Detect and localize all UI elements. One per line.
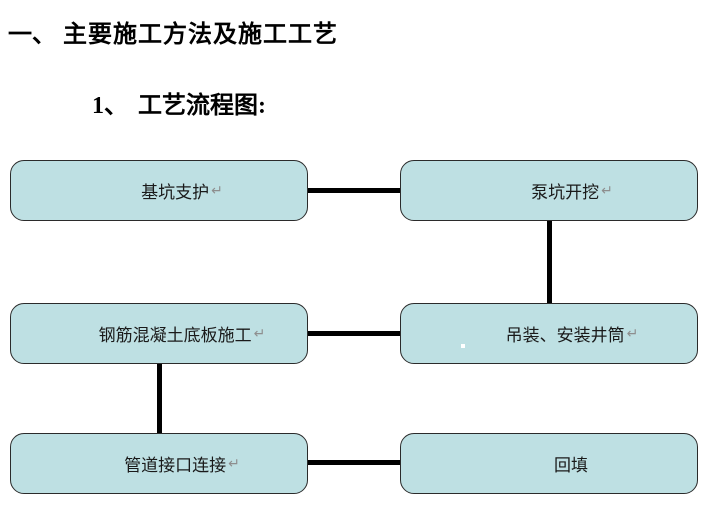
connector-shaft-install-to-bottom-slab	[307, 331, 401, 336]
return-mark-icon: ↵	[211, 182, 223, 199]
flow-node-foundation-pit-support[interactable]: 基坑支护↵	[10, 160, 308, 221]
subsection-heading-number: 1、	[92, 93, 128, 119]
connector-pump-pit-to-shaft-install	[547, 220, 552, 304]
flow-node-reinforced-concrete-bottom-slab[interactable]: 钢筋混凝土底板施工↵	[10, 303, 308, 364]
flow-node-label: 管道接口连接	[124, 456, 227, 475]
flow-node-label: 钢筋混凝土底板施工	[98, 326, 252, 345]
flow-node-pipe-joint-connection[interactable]: 管道接口连接↵	[10, 433, 308, 494]
subsection-heading-title: 工艺流程图:	[138, 93, 266, 119]
flow-node-label: 基坑支护	[141, 183, 210, 202]
flow-node-pump-pit-excavation[interactable]: 泵坑开挖↵	[400, 160, 698, 221]
return-mark-icon: ↵	[601, 182, 613, 199]
flow-node-label: 回填	[554, 456, 588, 475]
section-heading: 一、主要施工方法及施工工艺	[8, 14, 338, 49]
connector-pipe-joint-to-backfill	[307, 460, 401, 465]
return-mark-icon: ↵	[253, 325, 266, 342]
section-heading-number: 一、	[8, 22, 56, 48]
return-mark-icon: ↵	[626, 325, 639, 342]
section-heading-title: 主要施工方法及施工工艺	[63, 22, 338, 48]
flow-node-hoisting-installing-shaft[interactable]: 吊装、安装井筒↵	[400, 303, 698, 364]
flow-node-label: 泵坑开挖	[531, 183, 600, 202]
subsection-heading: 1、工艺流程图:	[92, 85, 266, 120]
flow-node-label: 吊装、安装井筒	[505, 326, 625, 345]
return-mark-icon: ↵	[228, 455, 240, 472]
connector-pit-support-to-pump-pit	[307, 188, 401, 193]
connector-bottom-slab-to-pipe-joint	[157, 363, 162, 434]
stray-white-dot	[461, 344, 465, 348]
flow-node-backfill[interactable]: 回填	[400, 433, 698, 494]
